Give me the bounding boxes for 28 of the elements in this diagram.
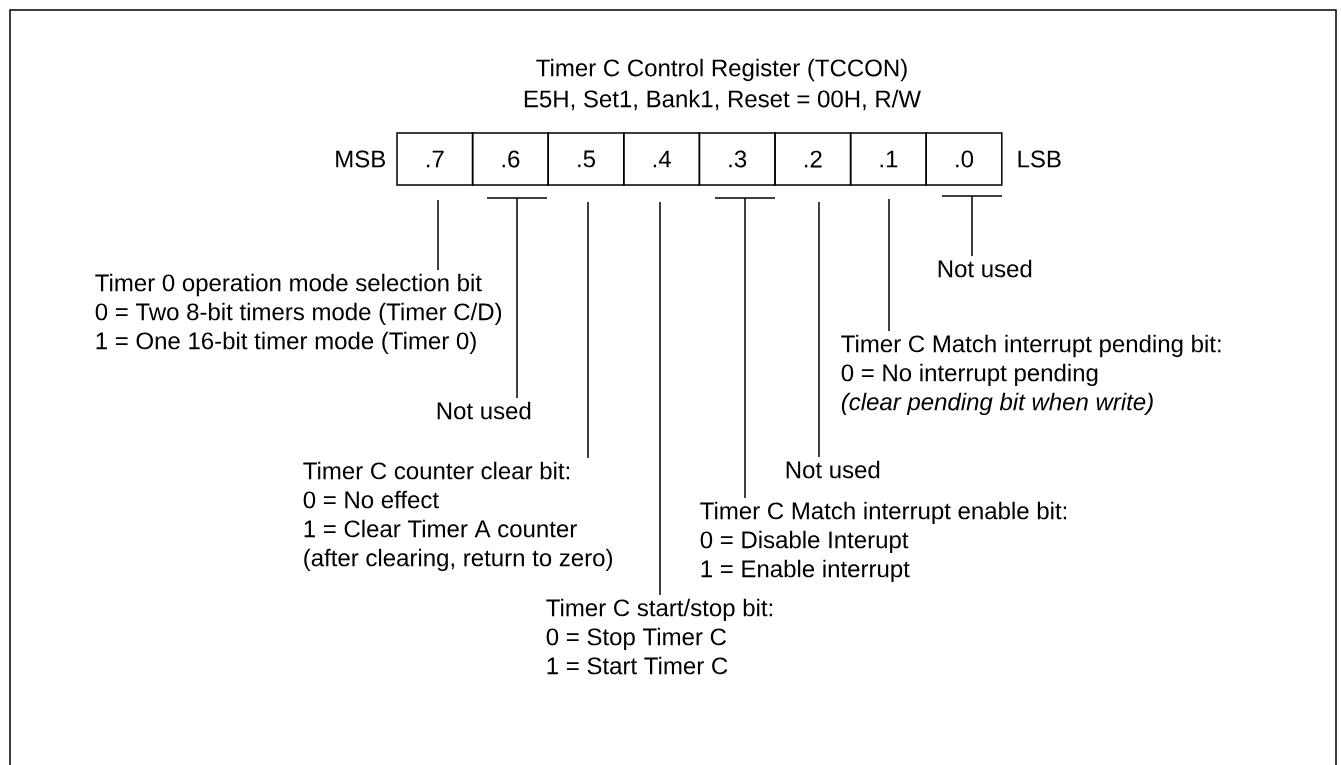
bit-cell: .2	[774, 132, 852, 186]
leader-line	[714, 197, 776, 499]
leader-line	[888, 198, 890, 332]
bit-description: Not used	[786, 460, 880, 479]
leader-line	[587, 201, 589, 459]
bit-cell: .0	[925, 132, 1003, 186]
bit-cell: .7	[396, 132, 474, 186]
register-title: Timer C Control Register (TCCON)	[536, 58, 907, 82]
bit-cell: .6	[471, 132, 549, 186]
register-info: E5H, Set1, Bank1, Reset = 00H, R/W	[524, 89, 921, 111]
bit-description: Timer C Match interrupt pending bit: 0 = No interrupt pending (clear pending bit when write)	[841, 334, 1221, 416]
bit-cell: .3	[698, 132, 776, 186]
leader-line	[818, 201, 820, 458]
bit-end-label: LSB	[1018, 150, 1061, 168]
bit-cell: .1	[849, 132, 927, 186]
bit-description: Not used	[938, 259, 1032, 278]
bit-end-label: MSB	[336, 150, 385, 168]
bit-description: Timer C counter clear bit: 0 = No effect 1 = Clear Timer A counter (after clearing, return to zero)	[303, 461, 612, 572]
leader-line	[941, 195, 1003, 257]
leader-line	[486, 197, 548, 399]
bit-cell: .5	[547, 132, 625, 186]
leader-line	[437, 199, 439, 271]
bit-description: Timer C Match interrupt enable bit: 0 = Disable Interupt 1 = Enable interrupt	[700, 501, 1067, 583]
bit-description: Timer 0 operation mode selection bit 0 = Two 8-bit timers mode (Timer C/D) 1 = One 16-bit timer mode (Timer 0)	[95, 273, 502, 355]
bit-cell: .4	[623, 132, 701, 186]
bit-description: Timer C start/stop bit: 0 = Stop Timer C 1 = Start Timer C	[546, 598, 773, 675]
bit-description: Not used	[437, 401, 531, 420]
leader-line	[659, 201, 661, 596]
